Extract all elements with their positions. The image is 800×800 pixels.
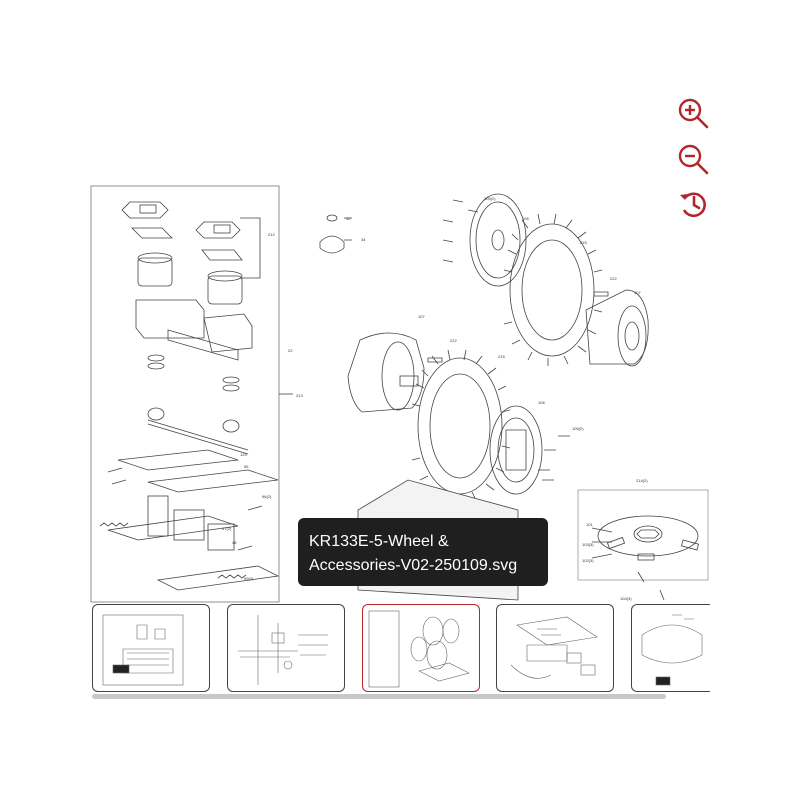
part-label: 222 [450,338,457,343]
thumbnail-image [641,614,703,686]
part-label: 47(2) [222,526,232,531]
part-label: 32 [346,216,351,221]
part-label: 96(2) [262,494,272,499]
zoom-in-button[interactable] [676,96,712,132]
part-label: 106 [538,400,545,405]
part-label: 214(2) [636,478,648,483]
thumbnail-image [102,614,184,686]
zoom-in-icon [678,98,709,129]
thumbnail-4[interactable] [496,604,614,692]
thumbnail-2[interactable] [227,604,345,692]
part-label: 215 [580,240,587,245]
part-label: 124 [240,452,247,457]
thumbnail-1[interactable] [92,604,210,692]
part-label: 48 [232,540,237,545]
part-label: 102(3) [582,558,594,563]
part-label: 99(2) [244,576,254,581]
part-label: 104(3) [620,596,632,601]
thumbnail-3-selected[interactable] [362,604,480,692]
part-label: 222 [610,276,617,281]
part-label: 213 [296,393,303,398]
zoom-out-icon [678,144,709,175]
thumbnail-scrollbar[interactable] [92,694,666,699]
part-label: 65 [244,464,249,469]
thumbnail-image [238,615,328,685]
reset-history-icon [680,192,706,218]
part-label: 22 [288,348,293,353]
tooltip-text: KR133E-5-Wheel & Accessories-V02-250109.… [309,533,518,574]
part-label: 107 [418,314,425,319]
part-label: 212 [268,232,275,237]
part-label: 101 [586,522,593,527]
thumbnail-image [510,616,598,679]
part-label: 103(3) [582,542,594,547]
part-label: 34 [361,237,366,242]
filename-tooltip: KR133E-5-Wheel & Accessories-V02-250109.… [298,518,548,586]
part-label: 106 [522,216,529,221]
part-label: 107 [634,290,641,295]
zoom-out-button[interactable] [676,142,712,178]
part-label: 105(2) [484,196,496,201]
thumbnail-image [368,610,470,688]
thumbnail-strip[interactable] [90,602,710,694]
part-label: 105(2) [572,426,584,431]
part-label: 215 [498,354,505,359]
reset-zoom-button[interactable] [676,186,712,222]
thumbnail-5[interactable] [631,604,710,692]
